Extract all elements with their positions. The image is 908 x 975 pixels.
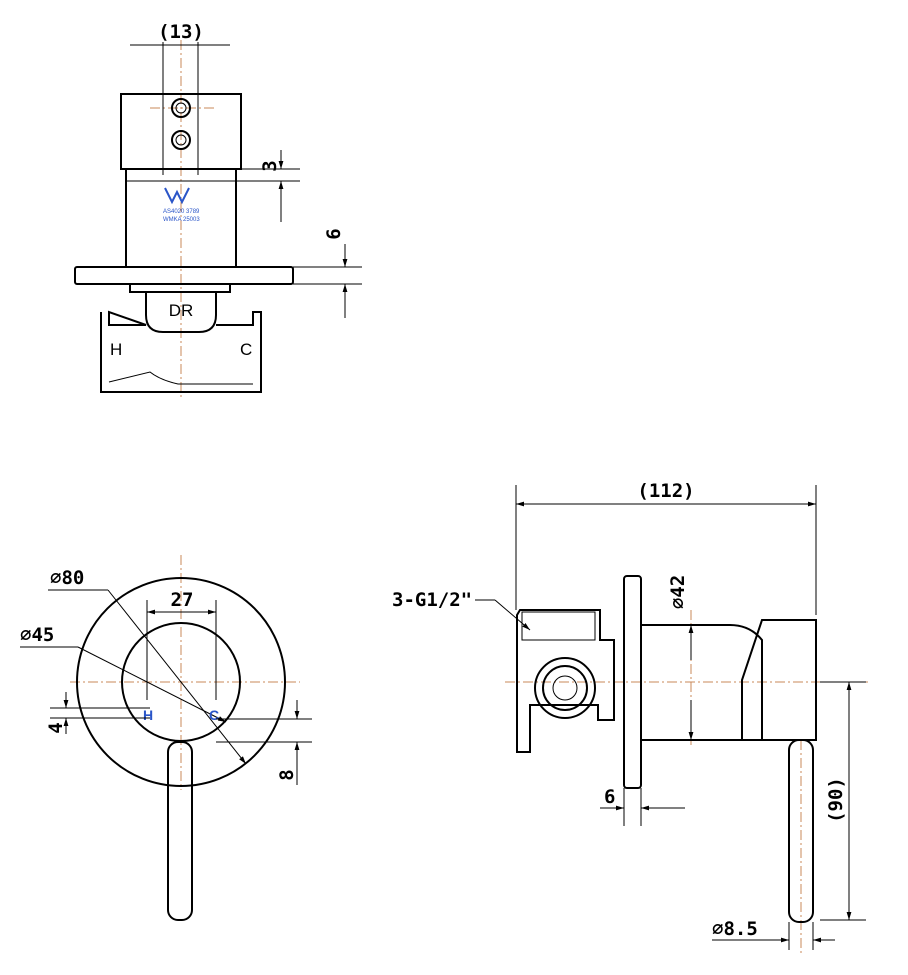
watermark-text-1: AS4020 3789 (163, 209, 200, 215)
thread-leader (494, 599, 531, 631)
wall-plate-edge (74, 266, 294, 285)
dia80-leader (107, 589, 247, 765)
top-hot-label: H (110, 340, 122, 359)
spindle-hole-top-inner (175, 102, 187, 114)
dim-label-dia85: ∅8.5 (712, 918, 758, 940)
base-flange (129, 283, 231, 293)
lever-head (741, 619, 817, 741)
outlet-port-mid (542, 665, 588, 711)
watermark-text-2: WMKA 25003 (163, 217, 200, 223)
dim-label-dia42: ∅42 (667, 575, 689, 609)
dim-label-dia45: ∅45 (20, 624, 54, 646)
outlet-port-outer (534, 657, 596, 719)
top-view: (13) AS4020 3789 WMKA 25003 3 6 (74, 21, 362, 400)
dim-label-112: (112) (637, 480, 694, 502)
spindle-hole-bottom-inner (175, 134, 187, 146)
dim-label-3: 3 (259, 160, 281, 171)
dim-label-90: (90) (825, 777, 847, 823)
thread-section (521, 611, 596, 641)
side-view: (112) 3-G1/2" ∅42 6 (90) (392, 480, 868, 955)
side-body (640, 624, 763, 741)
dim-label-6-top: 6 (323, 228, 345, 239)
mounting-bracket (100, 310, 262, 393)
watermark-w-icon (164, 187, 190, 205)
dim-label-13: (13) (158, 21, 204, 43)
dim-label-4: 4 (45, 722, 67, 733)
valve-section (516, 609, 615, 753)
thread-note-label: 3-G1/2" (392, 589, 472, 611)
body-label-dr: DR (169, 301, 194, 320)
dim-label-8: 8 (276, 769, 298, 780)
front-hot-label: H (143, 707, 153, 723)
front-view: ∅80 ∅45 27 H C 4 8 (20, 555, 312, 921)
side-lever-handle (788, 739, 814, 923)
watermark-logo: AS4020 3789 WMKA 25003 (163, 187, 200, 223)
front-cold-label: C (209, 707, 219, 723)
bracket-inner-edge (108, 371, 253, 385)
wall-plate-circle (76, 577, 286, 787)
top-cold-label: C (240, 340, 252, 359)
diverter-housing (145, 292, 217, 333)
lever-handle (167, 741, 193, 921)
spindle-hole-bottom (171, 130, 191, 150)
dim-label-27: 27 (171, 589, 194, 611)
outlet-port-inner (552, 675, 578, 701)
dia45-leader (77, 646, 227, 723)
spindle-hole-top (171, 98, 191, 118)
dim-label-dia80: ∅80 (50, 567, 84, 589)
dim-label-6-side: 6 (604, 786, 615, 808)
